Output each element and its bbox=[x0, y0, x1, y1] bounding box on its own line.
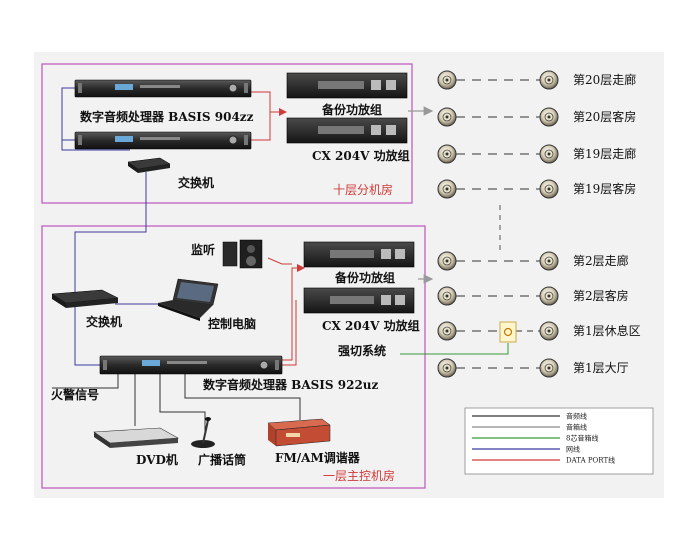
floor-row: 第2层客房 bbox=[437, 286, 629, 306]
speaker-left-icon bbox=[437, 358, 457, 378]
legend-item: 音频线 bbox=[472, 412, 587, 421]
speaker-right-icon bbox=[539, 144, 559, 164]
backup-amp-upper-unit bbox=[286, 72, 408, 99]
cx204v-lower-label: CX 204V 功放组 bbox=[322, 318, 420, 333]
forced-cut-switch-icon bbox=[499, 321, 517, 343]
eight-core-lines bbox=[400, 343, 509, 355]
speaker-left-icon bbox=[437, 144, 457, 164]
backup-amp-lower-unit bbox=[303, 241, 415, 268]
legend-item: 8芯音箱线 bbox=[472, 434, 598, 443]
audio-lines bbox=[52, 374, 301, 432]
cx204v-upper-label: CX 204V 功放组 bbox=[312, 148, 410, 163]
floor-row: 第2层走廊 bbox=[437, 251, 629, 271]
speaker-right-icon bbox=[539, 251, 559, 271]
monitor-label: 监听 bbox=[191, 242, 215, 257]
floor-label: 第2层客房 bbox=[573, 288, 629, 303]
floor-row: 第1层大厅 bbox=[437, 358, 629, 378]
upper-room-label: 十层分机房 bbox=[333, 182, 393, 197]
lower-room-label: 一层主控机房 bbox=[323, 468, 395, 483]
speaker-right-icon bbox=[539, 286, 559, 306]
floor-label: 第20层走廊 bbox=[573, 72, 636, 87]
speaker-right-icon bbox=[539, 321, 559, 341]
processor-904-unit bbox=[74, 79, 252, 98]
broadcast-mic-icon bbox=[191, 417, 215, 448]
tuner-icon bbox=[267, 418, 331, 447]
lower-room-border bbox=[41, 225, 426, 489]
floor-label: 第1层休息区 bbox=[573, 323, 641, 338]
dvd-label: DVD机 bbox=[136, 452, 178, 467]
speaker-left-icon bbox=[437, 179, 457, 199]
speaker-right-icon bbox=[539, 107, 559, 127]
switch-upper-unit bbox=[127, 157, 171, 173]
legend-item: 音箱线 bbox=[472, 423, 587, 432]
floor-row: 第19层走廊 bbox=[437, 144, 636, 164]
data-port-lines bbox=[251, 91, 305, 366]
legend-item: 网线 bbox=[472, 445, 580, 454]
speaker-column: 第20层走廊第20层客房第19层走廊第19层客房第2层走廊第2层客房第1层休息区… bbox=[437, 70, 641, 378]
legend-label: 音频线 bbox=[566, 412, 587, 421]
upper-room-border bbox=[41, 63, 413, 204]
monitor-speaker-icon bbox=[222, 239, 263, 269]
legend-label: 8芯音箱线 bbox=[566, 434, 598, 443]
floor-label: 第2层走廊 bbox=[573, 253, 629, 268]
floor-row: 第20层客房 bbox=[437, 107, 636, 127]
tuner-label: FM/AM调谐器 bbox=[275, 450, 361, 465]
network-lines bbox=[61, 87, 160, 366]
speaker-right-icon bbox=[539, 70, 559, 90]
legend-label: DATA PORT线 bbox=[566, 456, 615, 465]
backup-amp-lower-label: 备份功放组 bbox=[334, 270, 395, 285]
speaker-right-icon bbox=[539, 179, 559, 199]
processor-904-unit-2 bbox=[74, 131, 252, 150]
cx204v-lower-unit bbox=[303, 287, 415, 314]
speaker-left-icon bbox=[437, 321, 457, 341]
broadcast-mic-label: 广播话筒 bbox=[198, 452, 246, 467]
floor-label: 第19层客房 bbox=[573, 181, 636, 196]
legend-label: 网线 bbox=[566, 445, 580, 454]
switch-upper-label: 交换机 bbox=[178, 175, 214, 190]
floor-label: 第19层走廊 bbox=[573, 146, 636, 161]
floor-label: 第1层大厅 bbox=[573, 361, 629, 375]
speaker-left-icon bbox=[437, 251, 457, 271]
speaker-left-icon bbox=[437, 107, 457, 127]
backup-amp-upper-label: 备份功放组 bbox=[321, 102, 382, 117]
speaker-lines bbox=[408, 106, 434, 284]
floor-label: 第20层客房 bbox=[573, 109, 636, 124]
control-pc-label: 控制电脑 bbox=[208, 316, 256, 331]
processor-922-unit bbox=[99, 355, 283, 375]
control-pc-laptop-icon bbox=[158, 278, 219, 321]
speaker-left-icon bbox=[437, 70, 457, 90]
floor-row: 第20层走廊 bbox=[437, 70, 636, 90]
floor-row: 第19层客房 bbox=[437, 179, 636, 199]
dvd-player-icon bbox=[93, 427, 180, 448]
legend-label: 音箱线 bbox=[566, 423, 587, 432]
switch-lower-label: 交换机 bbox=[86, 314, 122, 329]
floor-row: 第1层休息区 bbox=[437, 321, 641, 341]
speaker-right-icon bbox=[539, 358, 559, 378]
processor-904-label: 数字音频处理器 BASIS 904zz bbox=[80, 109, 254, 124]
legend-item: DATA PORT线 bbox=[472, 456, 615, 465]
speaker-left-icon bbox=[437, 286, 457, 306]
fire-alarm-label: 火警信号 bbox=[51, 387, 99, 402]
forced-cut-label: 强切系统 bbox=[338, 343, 386, 358]
switch-lower-unit bbox=[51, 289, 119, 308]
processor-922-label: 数字音频处理器 BASIS 922uz bbox=[203, 377, 379, 392]
cx204v-upper-unit bbox=[286, 117, 408, 144]
